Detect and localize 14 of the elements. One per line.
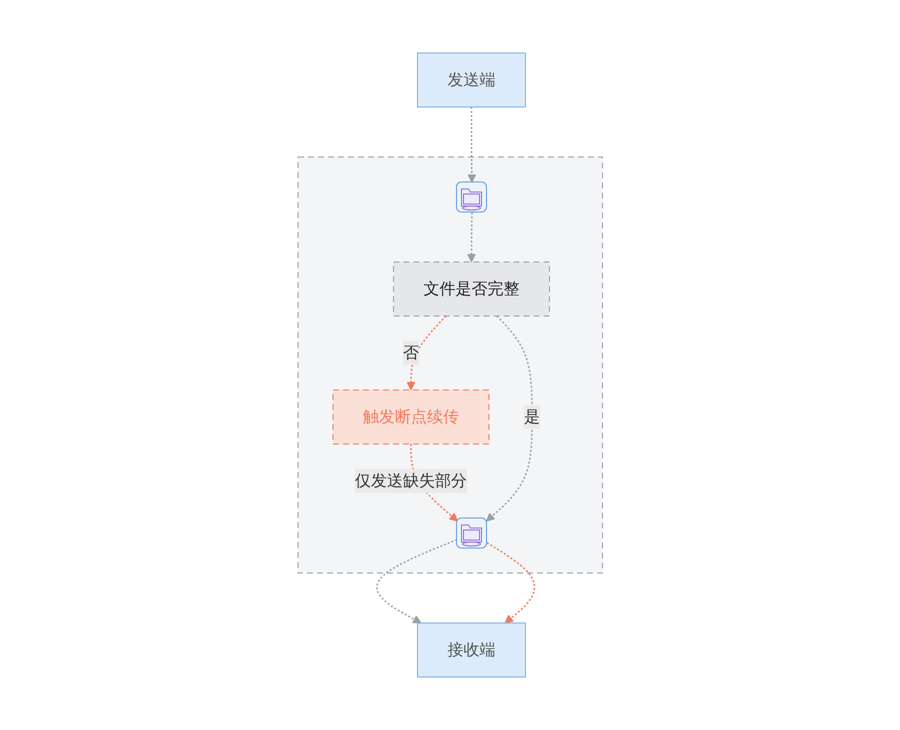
edge-label: 仅发送缺失部分 bbox=[354, 471, 467, 490]
node-box: 接收端 bbox=[416, 622, 526, 678]
node-box: 发送端 bbox=[416, 52, 526, 108]
edge-label: 是 bbox=[524, 407, 540, 426]
edge-label: 否 bbox=[402, 343, 419, 362]
arrow bbox=[486, 542, 535, 624]
arrow bbox=[486, 315, 532, 522]
cluster bbox=[297, 156, 603, 574]
arrow bbox=[406, 315, 446, 390]
arrow bbox=[466, 212, 476, 262]
node-box: 文件是否完整 bbox=[392, 262, 550, 316]
arrow bbox=[376, 538, 458, 624]
arrow bbox=[467, 107, 476, 183]
node-box: 触发断点续传 bbox=[332, 390, 490, 444]
